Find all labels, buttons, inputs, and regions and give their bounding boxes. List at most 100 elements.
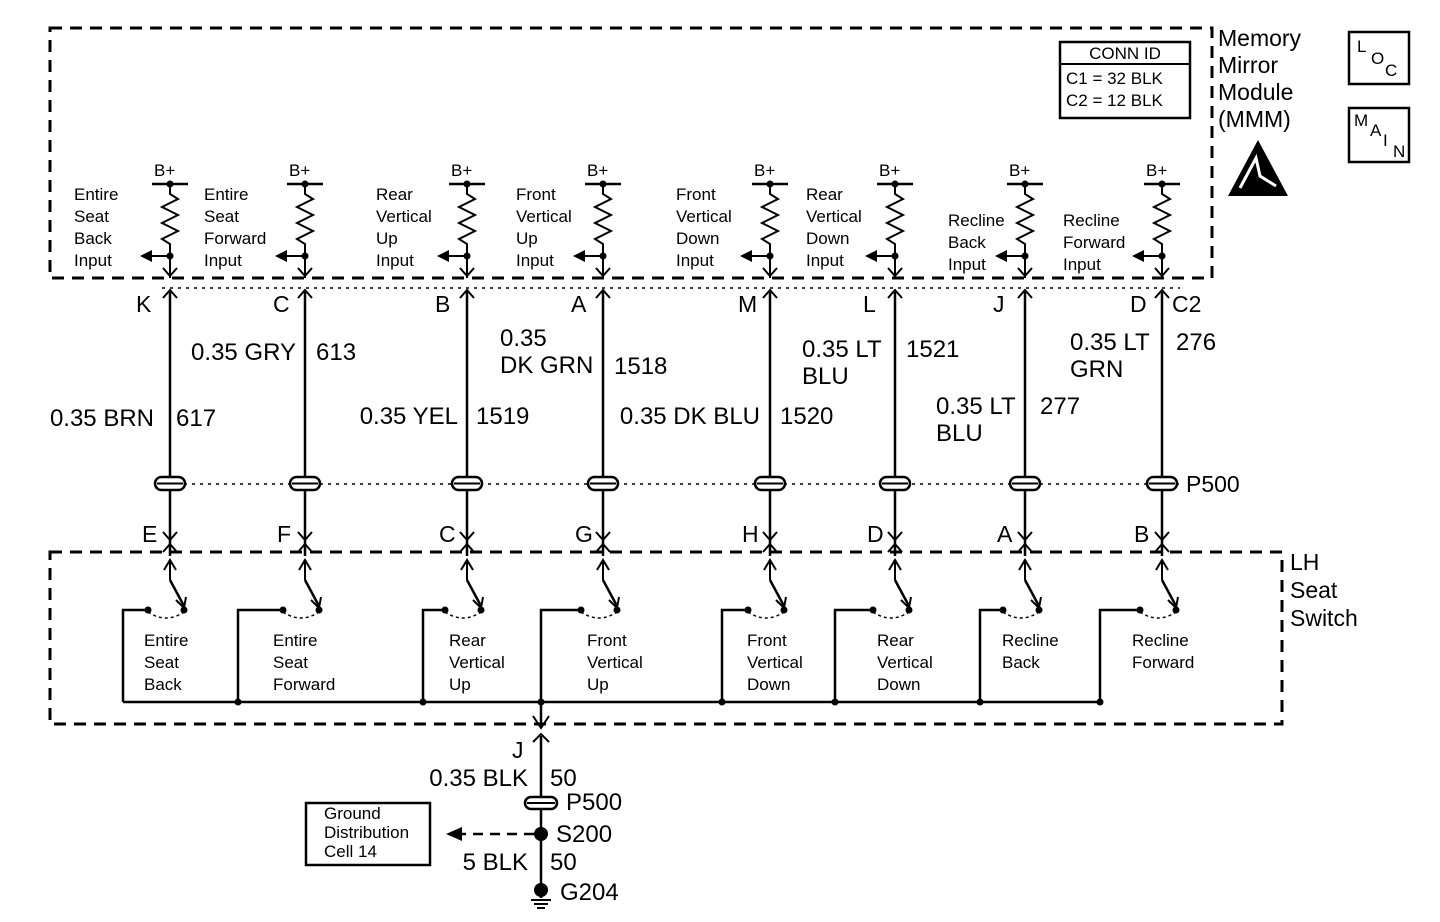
c2-pin: C	[273, 291, 290, 317]
switch-blade	[893, 579, 911, 607]
switch-blade	[1160, 579, 1178, 607]
pullup-resistor	[159, 184, 181, 278]
svg-text:M: M	[1354, 111, 1368, 130]
switch-label-line: Rear	[449, 631, 486, 650]
input-label-line: Input	[948, 255, 986, 274]
pullup-resistor	[456, 184, 478, 278]
c2-pin: B	[435, 291, 450, 317]
switch-blade	[601, 579, 619, 607]
ground-circuit-2: 50	[550, 849, 577, 876]
p500-connector-label: P500	[1186, 471, 1240, 497]
conn-id-box: CONN ID C1 = 32 BLK C2 = 12 BLK	[1058, 40, 1192, 120]
input-label-line: Up	[376, 229, 398, 248]
switch-label-line: Back	[144, 675, 182, 694]
b-plus-label: B+	[754, 161, 775, 180]
ground-pin: J	[512, 737, 524, 763]
b-plus-label: B+	[451, 161, 472, 180]
c2-pin: D	[1130, 291, 1147, 317]
switch-blade	[1023, 579, 1041, 607]
wire-color-line-1: 0.35 LT	[802, 336, 882, 363]
svg-text:A: A	[1370, 121, 1382, 140]
c2-pin: J	[993, 291, 1005, 317]
module-name-line-3: Module	[1218, 79, 1293, 105]
input-label-line: Rear	[376, 185, 413, 204]
c2-pin: M	[738, 291, 757, 317]
input-label-line: Recline	[1063, 211, 1120, 230]
switch-label-line: Rear	[877, 631, 914, 650]
switch-label-line: Front	[747, 631, 787, 650]
switch-pin: A	[997, 521, 1013, 547]
switch-label-line: Up	[587, 675, 609, 694]
pullup-resistor	[759, 184, 781, 278]
wire-color: 0.35 YEL	[360, 403, 458, 430]
pullup-resistor	[294, 184, 316, 278]
input-label-line: Down	[806, 229, 849, 248]
input-label-line: Down	[676, 229, 719, 248]
switch-pin: E	[142, 521, 157, 547]
input-label-line: Vertical	[516, 207, 572, 226]
conn-id-title: CONN ID	[1089, 44, 1161, 63]
switch-label-line: Entire	[144, 631, 188, 650]
ground-wire-2: 5 BLK	[463, 849, 528, 876]
c2-pin: L	[863, 291, 876, 317]
switch-label-line: Vertical	[587, 653, 643, 672]
input-label-line: Recline	[948, 211, 1005, 230]
input-label-line: Input	[516, 251, 554, 270]
conn-id-line-1: C1 = 32 BLK	[1066, 69, 1164, 88]
c2-pin: A	[571, 291, 587, 317]
switch-label-line: Vertical	[877, 653, 933, 672]
ground-splice: S200	[556, 821, 612, 848]
switch-label-line: Front	[587, 631, 627, 650]
switch-label-line: Forward	[273, 675, 335, 694]
input-label-line: Input	[376, 251, 414, 270]
switch-label-line: Seat	[144, 653, 179, 672]
switch-pin: F	[277, 521, 291, 547]
pullup-resistor	[1151, 184, 1173, 278]
wire-color-line-2: GRN	[1070, 356, 1123, 383]
loc-icon: L O C	[1347, 30, 1411, 86]
b-plus-label: B+	[1009, 161, 1030, 180]
esd-warning-icon	[1228, 140, 1288, 196]
switch-pin: H	[742, 521, 759, 547]
input-label-line: Input	[1063, 255, 1101, 274]
switch-label-line: Forward	[1132, 653, 1194, 672]
input-label-line: Entire	[204, 185, 248, 204]
ground-circuit-1: 50	[550, 765, 577, 792]
svg-text:N: N	[1393, 142, 1405, 161]
input-label-line: Forward	[204, 229, 266, 248]
circuit-number: 1518	[614, 353, 667, 380]
input-label-line: Back	[74, 229, 112, 248]
switch-blade	[768, 579, 786, 607]
input-label-line: Input	[74, 251, 112, 270]
input-label-line: Seat	[74, 207, 109, 226]
wire-color-line-2: DK GRN	[500, 352, 593, 379]
input-label-line: Back	[948, 233, 986, 252]
input-label-line: Input	[806, 251, 844, 270]
pullup-resistor	[884, 184, 906, 278]
c2-pin: K	[136, 291, 152, 317]
input-label-line: Entire	[74, 185, 118, 204]
b-plus-label: B+	[289, 161, 310, 180]
input-label-line: Vertical	[806, 207, 862, 226]
b-plus-label: B+	[587, 161, 608, 180]
ground-point: G204	[560, 879, 619, 906]
svg-text:I: I	[1383, 131, 1388, 150]
input-label-line: Vertical	[676, 207, 732, 226]
circuit-number: 277	[1040, 393, 1080, 420]
switch-blade	[465, 579, 483, 607]
circuit-number: 1520	[780, 403, 833, 430]
wire-color-line-1: 0.35 LT	[936, 393, 1016, 420]
switch-name: LH Seat Switch	[1290, 549, 1358, 631]
switch-blade	[168, 579, 186, 607]
ground-path: J 0.35 BLK 50 P500 S200 5 BLK 50 G204 Gr…	[304, 702, 622, 909]
switch-label-line: Back	[1002, 653, 1040, 672]
switch-blade	[303, 579, 321, 607]
input-label-line: Front	[516, 185, 556, 204]
